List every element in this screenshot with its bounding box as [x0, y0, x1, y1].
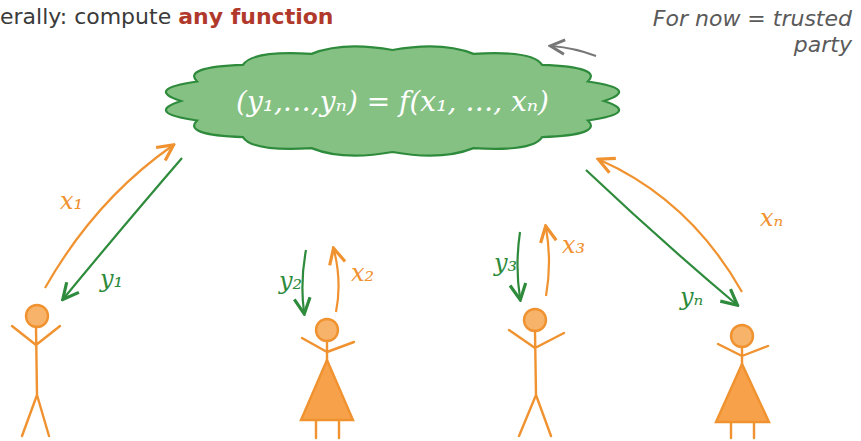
output-label: y₃ [494, 250, 517, 276]
formula: (y₁,…,yₙ) = f(x₁, …, xₙ) [236, 85, 549, 118]
cloud-outline [166, 46, 619, 155]
output-arrow [586, 170, 736, 304]
output-arrow [518, 232, 521, 298]
input-arrow [600, 160, 742, 292]
annotation: For now = trusted party [612, 6, 852, 59]
cloud-shape: (y₁,…,yₙ) = f(x₁, …, xₙ) [165, 36, 620, 166]
annotation-arrow [552, 46, 596, 56]
stick-figure [301, 319, 354, 438]
heading: erally: compute any function [0, 4, 333, 29]
output-label: y₁ [100, 266, 123, 292]
stick-figure [509, 309, 564, 436]
output-arrow [64, 158, 182, 298]
output-arrow [302, 250, 306, 312]
input-label: x₂ [351, 260, 374, 286]
stick-figure [716, 325, 769, 438]
input-label: xₙ [760, 205, 783, 231]
output-label: y₂ [279, 268, 302, 294]
input-arrow [334, 250, 339, 312]
input-label: x₁ [60, 188, 83, 214]
input-arrow [546, 228, 549, 296]
input-label: x₃ [562, 232, 585, 258]
stick-figure [12, 305, 60, 436]
output-label: yₙ [680, 284, 703, 310]
